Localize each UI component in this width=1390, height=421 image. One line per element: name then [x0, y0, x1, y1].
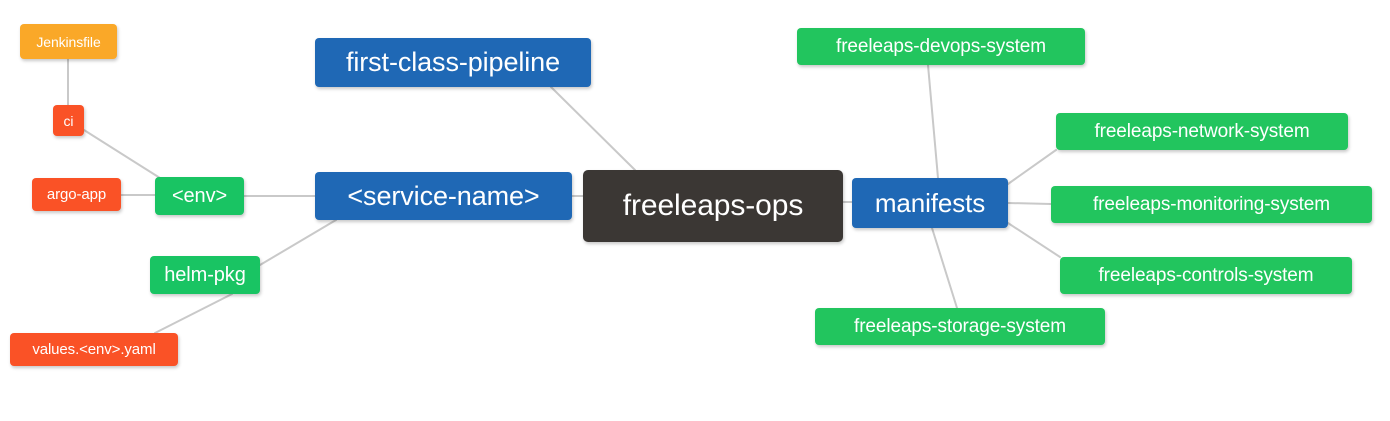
node-service-name[interactable]: <service-name> [315, 172, 572, 220]
edge-values-yaml-to-helm-pkg [154, 293, 233, 334]
edge-freeleaps-storage-system-to-manifests [931, 227, 958, 309]
node-jenkinsfile[interactable]: Jenkinsfile [20, 24, 117, 59]
node-freeleaps-devops-system[interactable]: freeleaps-devops-system [797, 28, 1085, 65]
node-freeleaps-controls-system[interactable]: freeleaps-controls-system [1060, 257, 1352, 294]
node-freeleaps-monitoring-system[interactable]: freeleaps-monitoring-system [1051, 186, 1372, 223]
node-argo-app[interactable]: argo-app [32, 178, 121, 211]
node-freeleaps-storage-system[interactable]: freeleaps-storage-system [815, 308, 1105, 345]
edge-ci-to-env [83, 129, 161, 179]
node-ci[interactable]: ci [53, 105, 84, 136]
edge-freeleaps-controls-system-to-manifests [1007, 222, 1061, 258]
node-freeleaps-ops[interactable]: freeleaps-ops [583, 170, 843, 242]
edge-first-class-pipeline-to-freeleaps-ops [550, 86, 636, 171]
node-helm-pkg[interactable]: helm-pkg [150, 256, 260, 294]
node-freeleaps-network-system[interactable]: freeleaps-network-system [1056, 113, 1348, 150]
edge-freeleaps-devops-system-to-manifests [927, 64, 939, 179]
node-first-class-pipeline[interactable]: first-class-pipeline [315, 38, 591, 87]
edge-freeleaps-monitoring-system-to-manifests [1007, 202, 1052, 205]
edge-helm-pkg-to-service-name [259, 219, 337, 266]
edge-freeleaps-network-system-to-manifests [1007, 149, 1057, 185]
node-manifests[interactable]: manifests [852, 178, 1008, 228]
node-values-yaml[interactable]: values.<env>.yaml [10, 333, 178, 366]
node-env[interactable]: <env> [155, 177, 244, 215]
